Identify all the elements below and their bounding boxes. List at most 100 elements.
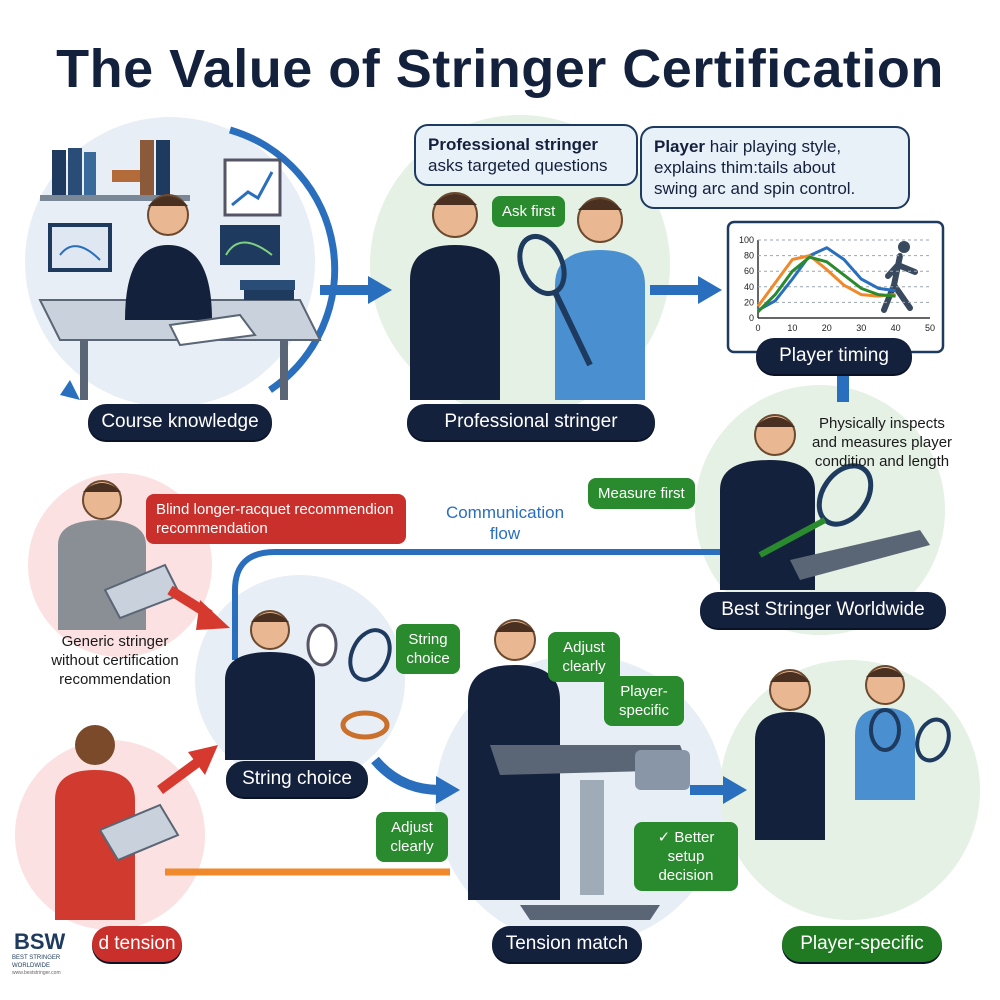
red-arrow-head <box>188 745 218 775</box>
generic-caption: Generic stringer without certification r… <box>30 632 200 689</box>
y-tick-label: 100 <box>739 235 754 245</box>
generic-line-1: Generic stringer <box>61 633 169 650</box>
tensioner-body <box>468 665 560 900</box>
player-bubble-text-1: hair playing style, <box>709 137 842 156</box>
tag-measure-first: Measure first <box>588 478 695 509</box>
open-book-icon <box>168 313 257 347</box>
generic-line-3: recommendation <box>59 671 171 688</box>
label-course-knowledge: Course knowledge <box>88 404 272 440</box>
flow-line-2: flow <box>489 524 521 543</box>
ps-stringer-hair <box>770 672 810 682</box>
stringer-speech-bubble: Professional stringer asks targeted ques… <box>414 124 638 186</box>
communication-flow-label: Communication flow <box>420 502 590 544</box>
x-tick-label: 20 <box>822 323 832 333</box>
racquet-icon <box>348 628 392 682</box>
student-hair <box>148 196 188 206</box>
player-bubble-text-3: swing arc and spin control. <box>654 179 856 198</box>
stringer-body <box>410 245 500 400</box>
y-tick-label: 20 <box>744 297 754 307</box>
red-arrow-head <box>196 600 230 630</box>
wall-chart-icon <box>223 158 282 217</box>
inspect-line-2: and measures player <box>811 434 953 451</box>
sc-body <box>225 652 315 760</box>
player-hair <box>578 199 622 210</box>
flow-line-1: Communication <box>445 503 565 522</box>
label-player-specific: Player-specific <box>782 926 942 962</box>
tag-player-specific: Player-specific <box>604 676 684 726</box>
arrow-sc-to-tension <box>371 756 441 795</box>
y-tick-label: 0 <box>749 313 754 323</box>
x-tick-label: 0 <box>755 323 760 333</box>
book-icon <box>156 140 170 195</box>
stringer-bubble-text: asks targeted questions <box>428 156 608 175</box>
book-icon <box>84 152 96 195</box>
x-tick-label: 40 <box>891 323 901 333</box>
ps-player-hair <box>866 668 904 677</box>
racquet-icon <box>869 708 901 752</box>
label-string-choice: String choice <box>226 761 368 797</box>
runner-head <box>898 241 910 253</box>
player-bubble-bold: Player <box>654 137 706 156</box>
inspector-hair <box>755 417 795 427</box>
tag-adjust-clearly-top: Adjust clearly <box>548 632 620 682</box>
y-tick-label: 40 <box>744 282 754 292</box>
player-speech-bubble: Player hair playing style, explains thim… <box>640 126 910 209</box>
stringing-machine-icon <box>790 530 930 580</box>
runner-icon <box>881 253 918 313</box>
arrow-head <box>723 776 747 804</box>
series-line-3 <box>756 255 896 313</box>
red-person-head <box>75 725 115 765</box>
bsw-logo-mark: BSW <box>14 929 66 954</box>
tag-blind-recommendation: Blind longer-racquet recommendion recomm… <box>146 494 406 544</box>
tag-better-setup: ✓ Better setup decision <box>634 822 738 891</box>
series-line-2 <box>756 254 896 308</box>
tag-string-choice: String choice <box>396 624 460 674</box>
shelf <box>40 195 190 201</box>
series-line-1 <box>757 246 896 312</box>
course-curve-head <box>60 380 80 400</box>
player-body <box>555 250 645 400</box>
arrow-head <box>368 276 392 304</box>
inspect-caption: Physically inspects and measures player … <box>792 414 972 471</box>
tensioner-hair <box>495 622 535 632</box>
x-tick-label: 10 <box>787 323 797 333</box>
stacked-book <box>244 290 294 300</box>
bsw-logo-sub: BEST STRINGER WORLDWIDE <box>12 955 61 969</box>
racquet-handle <box>552 290 593 367</box>
clipboard-icon <box>98 803 180 862</box>
player-bubble-text-2: explains thim:tails about <box>654 158 836 177</box>
course-curve-arrow <box>229 126 339 393</box>
racquet-icon <box>816 463 874 527</box>
chart-connector <box>837 372 849 402</box>
book-icon <box>140 140 154 195</box>
ps-stringer-body <box>755 712 825 840</box>
monitor-curve <box>59 245 101 261</box>
desk-leg <box>80 340 88 400</box>
laptop-icon <box>220 225 280 265</box>
label-best-stringer: Best Stringer Worldwide <box>700 592 946 628</box>
bsw-logo-url: www.beststringer.com <box>12 970 61 976</box>
stringer-bubble-bold: Professional stringer <box>428 135 599 154</box>
book-icon <box>68 148 82 195</box>
communication-flow-line <box>232 549 720 660</box>
stacked-book <box>240 280 295 290</box>
string-reel-icon <box>306 623 338 667</box>
x-tick-label: 30 <box>856 323 866 333</box>
desk-leg <box>280 340 288 400</box>
arrow-head <box>436 776 460 804</box>
label-player-timing: Player timing <box>756 338 912 374</box>
machine-column <box>580 780 604 895</box>
tag-adjust-clearly-left: Adjust clearly <box>376 812 448 862</box>
y-tick-label: 80 <box>744 251 754 261</box>
student-body <box>125 245 212 320</box>
red-person-body <box>55 770 135 920</box>
page-title: The Value of Stringer Certification <box>56 39 944 99</box>
arrow-head <box>698 276 722 304</box>
wall-chart-line <box>231 171 274 207</box>
string-coil-icon <box>340 710 390 740</box>
label-professional-stringer: Professional stringer <box>407 404 655 440</box>
stringer-hair <box>433 194 477 205</box>
x-tick-label: 50 <box>925 323 935 333</box>
inspect-line-1: Physically inspects <box>819 415 945 432</box>
